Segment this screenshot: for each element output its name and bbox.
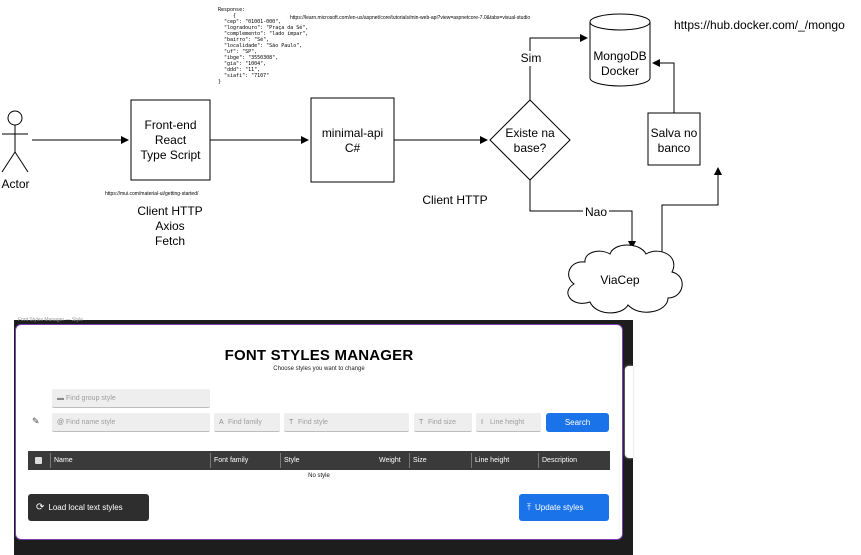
name-search-input[interactable]: @Find name style (52, 413, 210, 432)
name-search-placeholder: Find name style (66, 419, 116, 426)
folder-icon: ▬ (57, 395, 64, 402)
architecture-diagram (1, 13, 722, 314)
lineheight-search-placeholder: Line height (490, 419, 525, 426)
column-size[interactable]: Size (413, 457, 427, 464)
upload-icon: ⤒ (527, 502, 531, 512)
decision-label-line1: Existe na (505, 126, 555, 140)
style-icon: T (289, 419, 294, 426)
size-icon: T (419, 419, 424, 426)
response-json: Response: { "cep": "01001-000", "logrado… (218, 7, 309, 85)
yes-label: Sim (516, 51, 546, 66)
api-url: https://learn.microsoft.com/en-us/aspnet… (290, 15, 531, 21)
column-separator (280, 453, 281, 468)
line-height-icon: Ⅰ (481, 419, 484, 426)
viacep-label: ViaCep (600, 273, 640, 287)
broom-icon[interactable]: ✎ (32, 416, 40, 426)
search-button[interactable]: Search (546, 413, 609, 432)
api-label-line1: minimal-api (321, 126, 384, 140)
mongodb-label: MongoDB Docker (590, 49, 650, 79)
group-search-input[interactable]: ▬Find group style (52, 389, 210, 408)
no-label: Nao (583, 205, 609, 220)
column-font-family[interactable]: Font family (214, 457, 249, 464)
family-search-placeholder: Find family (228, 419, 262, 426)
frontend-caption-line1: Client HTTP (137, 204, 203, 218)
mongodb-label-line1: MongoDB (593, 49, 647, 63)
column-separator (471, 453, 472, 468)
docker-url: https://hub.docker.com/_/mongo (674, 18, 845, 32)
select-all-checkbox[interactable] (35, 457, 42, 464)
frontend-caption-line2: Axios (155, 219, 185, 233)
arrow-decision-db (529, 34, 588, 100)
frontend-caption: Client HTTP Axios Fetch (120, 204, 220, 249)
arrow-decision-viacep (529, 180, 636, 249)
save-label: Salva no banco (648, 126, 700, 156)
column-line-height[interactable]: Line height (475, 457, 510, 464)
app-card: FONT STYLES MANAGER Choose styles you wa… (15, 324, 623, 540)
column-separator (409, 453, 410, 468)
frontend-label: Front-end React Type Script (131, 118, 210, 163)
actor-figure (1, 110, 29, 173)
column-style[interactable]: Style (284, 457, 300, 464)
frontend-caption-line3: Fetch (154, 234, 185, 248)
styles-table-header: Name Font family Style Weight Size Line … (28, 451, 610, 470)
column-separator (50, 453, 51, 468)
at-icon: @ (57, 419, 65, 426)
app-screenshot: Font Styles Manager — Style FONT STYLES … (14, 317, 633, 555)
lineheight-search-input[interactable]: Ⅰ Line height (476, 413, 541, 432)
arrow-viacep-save (661, 167, 722, 252)
decision-label: Existe na base? (490, 126, 570, 156)
update-styles-label: Update styles (534, 503, 584, 512)
load-local-styles-button[interactable]: ⟳Load local text styles (28, 494, 149, 521)
side-panel-tab[interactable] (625, 366, 633, 458)
api-box (310, 97, 395, 183)
app-title: FONT STYLES MANAGER (224, 347, 414, 364)
frontend-label-line1: Front-end (144, 118, 197, 132)
save-label-line1: Salva no (650, 126, 698, 140)
viacep-cloud (567, 244, 683, 314)
group-search-placeholder: Find group style (66, 395, 116, 402)
api-caption: Client HTTP (422, 193, 488, 207)
column-weight[interactable]: Weight (379, 457, 401, 464)
font-family-icon: A (219, 419, 224, 426)
window-title: Font Styles Manager — Style (18, 317, 84, 323)
size-search-input[interactable]: T Find size (414, 413, 472, 432)
style-search-input[interactable]: T Find style (284, 413, 409, 432)
app-subtitle: Choose styles you want to change (273, 366, 365, 372)
load-local-styles-label: Load local text styles (48, 503, 123, 512)
style-search-placeholder: Find style (298, 419, 328, 426)
empty-table-message: No style (308, 473, 330, 479)
reload-icon: ⟳ (36, 502, 45, 513)
api-label: minimal-api C# (311, 126, 394, 156)
api-label-line2: C# (344, 141, 361, 155)
mongodb-cylinder (589, 13, 651, 87)
frontend-box (130, 99, 211, 181)
column-name[interactable]: Name (54, 457, 73, 464)
column-separator (210, 453, 211, 468)
column-separator (538, 453, 539, 468)
frontend-url: https://mui.com/material-ui/getting-star… (105, 191, 199, 197)
frontend-label-line2: React (154, 133, 187, 147)
column-description[interactable]: Description (542, 457, 578, 464)
actor-label: Actor (1, 177, 30, 191)
mongodb-label-line2: Docker (600, 64, 639, 78)
frontend-label-line3: Type Script (140, 148, 201, 162)
save-label-line2: banco (657, 141, 691, 155)
update-styles-button[interactable]: ⤒Update styles (519, 494, 609, 521)
size-search-placeholder: Find size (428, 419, 457, 426)
decision-label-line2: base? (513, 141, 547, 155)
save-box (647, 112, 701, 166)
family-search-input[interactable]: A Find family (214, 413, 280, 432)
arrow-save-db (652, 59, 675, 113)
